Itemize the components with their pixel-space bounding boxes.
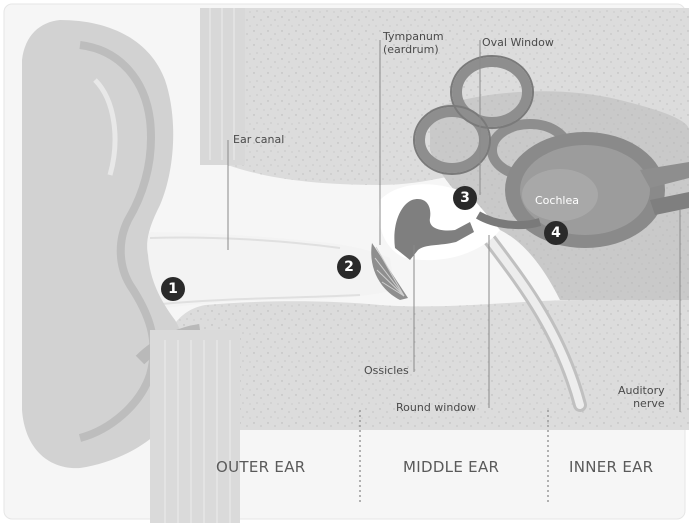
label-cochlea: Cochlea (535, 194, 579, 207)
marker-2: 2 (337, 255, 361, 279)
section-middle-ear: MIDDLE EAR (403, 458, 499, 476)
marker-1: 1 (161, 277, 185, 301)
label-ear-canal: Ear canal (233, 133, 284, 146)
marker-3: 3 (453, 186, 477, 210)
label-ossicles: Ossicles (364, 364, 409, 377)
label-tympanum: Tympanum (eardrum) (383, 30, 444, 56)
section-inner-ear: INNER EAR (569, 458, 653, 476)
neck (150, 330, 240, 523)
marker-4: 4 (544, 221, 568, 245)
label-round-window: Round window (396, 401, 476, 414)
label-auditory-nerve: Auditory nerve (618, 384, 665, 410)
section-outer-ear: OUTER EAR (216, 458, 305, 476)
label-oval-window: Oval Window (482, 36, 554, 49)
